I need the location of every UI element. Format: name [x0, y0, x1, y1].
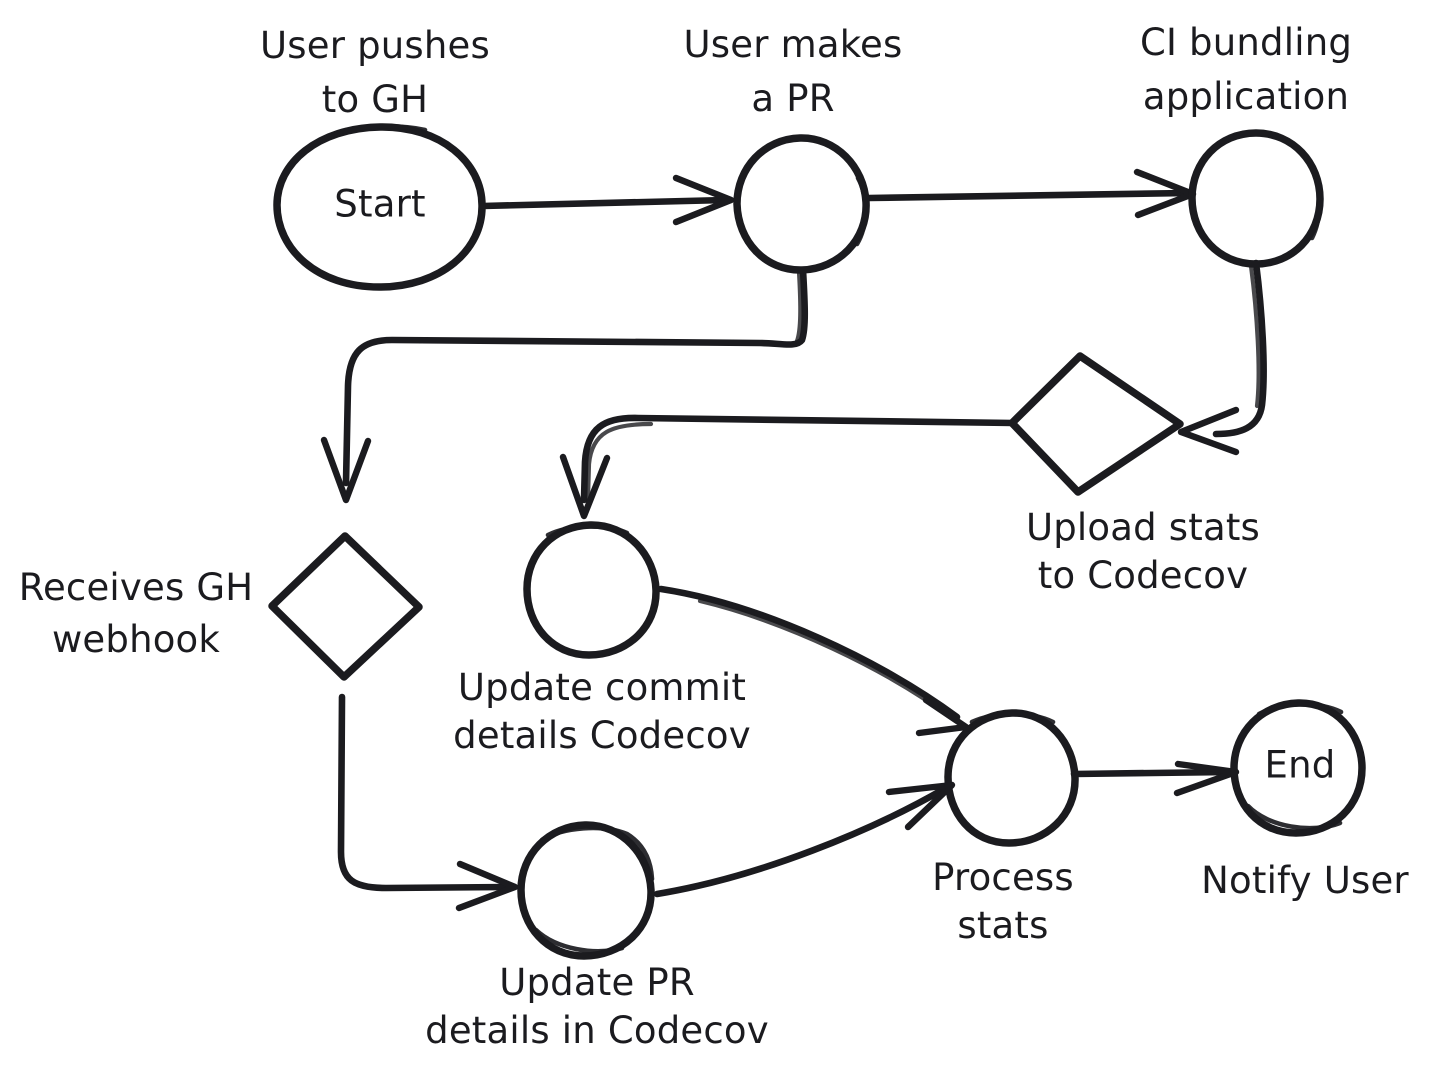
- edge-process-to-end[interactable]: [1070, 760, 1240, 797]
- edge-line: [337, 693, 512, 892]
- edge-line: [1070, 768, 1234, 778]
- updatepr-circle-sketch-2: [533, 927, 625, 954]
- edge-line: [1212, 259, 1267, 438]
- upload-diamond-shape: [1008, 352, 1184, 496]
- edge-line-sketch: [1248, 263, 1261, 409]
- commit-circle-shape: [523, 521, 660, 659]
- edge-line-sketch: [585, 421, 654, 501]
- webhook-diamond-shape: [268, 532, 423, 681]
- updatepr-circle-sketch: [539, 825, 655, 882]
- node-upload-stats-to-codecov[interactable]: Upload stats to Codecov: [1008, 352, 1260, 597]
- arrowhead-icon: [885, 781, 956, 831]
- arrowhead-icon: [1177, 406, 1240, 456]
- process-outer-label-line2: stats: [957, 904, 1048, 947]
- end-outer-label-line1: Notify User: [1201, 859, 1409, 902]
- edge-upload-stats-to-update-commit[interactable]: [559, 414, 1017, 520]
- edge-pr-to-ci[interactable]: [865, 168, 1197, 219]
- upload-outer-label-line2: to Codecov: [1038, 554, 1249, 597]
- ci-circle-sketch: [1309, 165, 1322, 241]
- edge-line: [865, 189, 1192, 202]
- node-update-commit-details-codecov[interactable]: Update commit details Codecov: [453, 521, 751, 757]
- edge-pr-to-webhook[interactable]: [320, 266, 809, 504]
- edge-update-commit-to-process[interactable]: [657, 585, 970, 737]
- start-ellipse-shape: [273, 123, 486, 291]
- end-circle-sketch-2: [1245, 803, 1343, 831]
- edge-line: [653, 785, 948, 898]
- edge-webhook-to-update-pr[interactable]: [337, 693, 519, 912]
- node-end[interactable]: End Notify User: [1201, 699, 1409, 902]
- commit-outer-label-line2: details Codecov: [453, 714, 751, 757]
- edge-line: [580, 414, 1017, 504]
- edge-line: [479, 196, 730, 210]
- commit-circle-sketch: [545, 524, 630, 538]
- process-circle-sketch: [969, 711, 1056, 725]
- node-process-stats[interactable]: Process stats: [932, 709, 1079, 947]
- edge-update-pr-to-process[interactable]: [653, 781, 956, 898]
- pr-circle-sketch: [854, 175, 868, 247]
- upload-outer-label-line1: Upload stats: [1026, 506, 1260, 549]
- node-start[interactable]: Start User pushes to GH: [260, 24, 490, 291]
- process-outer-label-line1: Process: [932, 856, 1074, 899]
- node-ci-bundling-application[interactable]: CI bundling application: [1140, 21, 1352, 268]
- webhook-outer-label-line1: Receives GH: [19, 566, 254, 609]
- ci-outer-label-line2: application: [1143, 75, 1349, 118]
- arrowhead-icon: [320, 436, 372, 504]
- arrowhead-icon: [559, 453, 611, 520]
- edge-line: [657, 585, 961, 721]
- arrowhead-icon: [672, 174, 735, 226]
- ci-outer-label-line1: CI bundling: [1140, 21, 1352, 64]
- end-inner-label: End: [1265, 744, 1336, 787]
- updatepr-outer-label-line1: Update PR: [499, 961, 695, 1004]
- webhook-outer-label-line2: webhook: [52, 618, 220, 661]
- start-outer-label-line2: to GH: [322, 78, 428, 121]
- end-circle-shape: [1230, 699, 1366, 837]
- node-user-makes-pr[interactable]: User makes a PR: [684, 23, 903, 274]
- arrowhead-icon: [915, 696, 970, 737]
- start-inner-label: Start: [334, 183, 425, 226]
- edge-ci-to-upload-stats[interactable]: [1177, 259, 1267, 456]
- pr-circle-shape: [733, 134, 870, 274]
- start-outer-label-line1: User pushes: [260, 24, 490, 67]
- node-update-pr-details-in-codecov[interactable]: Update PR details in Codecov: [425, 821, 769, 1052]
- end-circle-sketch: [1256, 702, 1344, 717]
- start-ellipse-sketch: [340, 124, 428, 134]
- commit-outer-label-line1: Update commit: [458, 666, 746, 709]
- pr-outer-label-line1: User makes: [684, 23, 903, 66]
- node-receives-gh-webhook[interactable]: Receives GH webhook: [19, 532, 423, 681]
- pr-outer-label-line2: a PR: [751, 77, 834, 120]
- arrowhead-icon: [455, 860, 519, 912]
- edge-line-sketch: [794, 269, 803, 344]
- ci-circle-shape: [1188, 129, 1324, 268]
- edge-line: [342, 266, 809, 487]
- arrowhead-icon: [1173, 760, 1240, 797]
- process-circle-shape: [944, 709, 1079, 847]
- updatepr-outer-label-line2: details in Codecov: [425, 1009, 769, 1052]
- updatepr-circle-shape: [517, 821, 655, 960]
- edge-start-to-pr[interactable]: [479, 174, 735, 226]
